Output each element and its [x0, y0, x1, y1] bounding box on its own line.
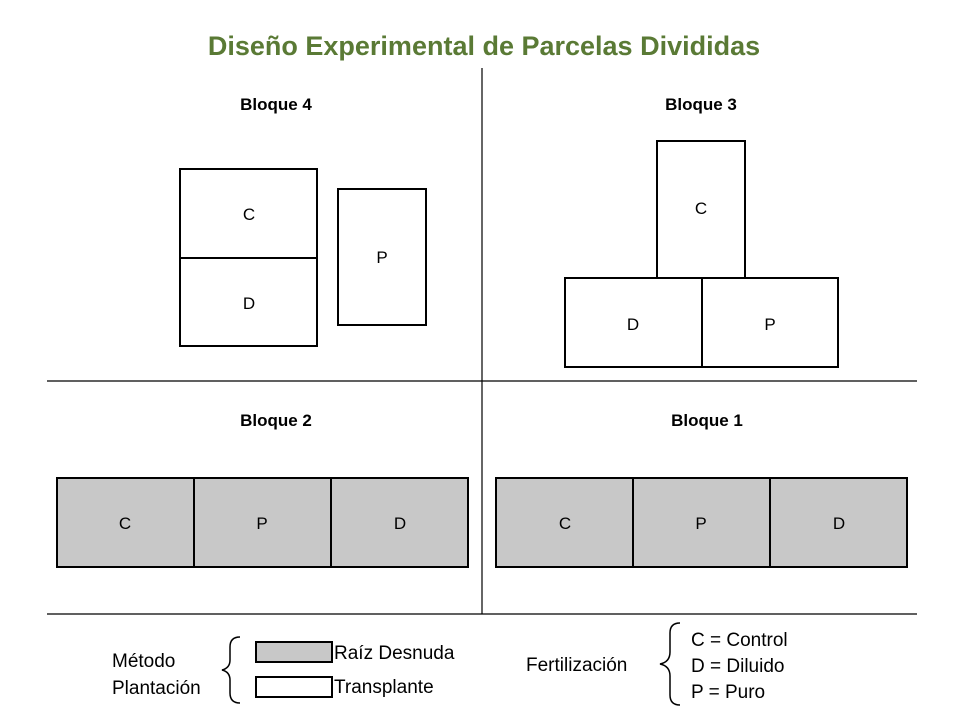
- block-2-label: Bloque 2: [240, 411, 312, 430]
- legend-fertilization: Fertilización C = Control D = Diluido P …: [526, 622, 788, 706]
- legend-planting-method: Método Plantación Raíz Desnuda Transplan…: [112, 636, 455, 704]
- block-1-plot-c-label: C: [559, 514, 571, 533]
- block-3-plot-p: [701, 277, 839, 368]
- block-2-plot-c-label: C: [119, 514, 131, 533]
- block-2-plot-d-label: D: [394, 514, 406, 533]
- legend-method-label-line1: Método: [112, 651, 175, 672]
- legend-fert-item-control: C = Control: [691, 630, 788, 651]
- legend-transplant-swatch: [255, 676, 333, 698]
- legend-bare-root-swatch: [255, 641, 333, 663]
- block-4-plot-c: [179, 168, 318, 259]
- legend-bare-root-label: Raíz Desnuda: [334, 643, 455, 664]
- block-1-plot-p-label: P: [695, 514, 706, 533]
- block-3-plot-p-label: P: [764, 315, 775, 334]
- page-title: Diseño Experimental de Parcelas Dividida…: [208, 31, 760, 61]
- legend-fert-label: Fertilización: [526, 655, 627, 676]
- block-4-plot-c-label: C: [243, 205, 255, 224]
- block-2-plot-p: [193, 477, 332, 568]
- block-2-plot-p-label: P: [256, 514, 267, 533]
- block-4-plot-d: [179, 257, 318, 347]
- legend-method-brace: [221, 636, 241, 704]
- block-2: Bloque 2 C P D: [56, 411, 469, 568]
- block-1-plot-d-label: D: [833, 514, 845, 533]
- block-3-plot-d-label: D: [627, 315, 639, 334]
- legend-fert-item-pure: P = Puro: [691, 682, 765, 703]
- block-1-plot-d: [769, 477, 908, 568]
- legend-fert-brace: [659, 622, 681, 706]
- block-1-plot-p: [632, 477, 771, 568]
- legend-fert-item-diluted: D = Diluido: [691, 656, 784, 677]
- block-4-label: Bloque 4: [240, 95, 312, 114]
- legend-method-label-line2: Plantación: [112, 678, 201, 699]
- block-3: Bloque 3 C D P: [564, 95, 839, 368]
- legend-transplant-label: Transplante: [334, 677, 434, 698]
- block-4-plot-p-label: P: [376, 248, 387, 267]
- block-4-plot-d-label: D: [243, 294, 255, 313]
- block-1-plot-c: [495, 477, 634, 568]
- block-4-plot-p: [337, 188, 427, 326]
- block-1-label: Bloque 1: [671, 411, 743, 430]
- block-1: Bloque 1 C P D: [495, 411, 908, 568]
- block-2-plot-d: [330, 477, 469, 568]
- block-4: Bloque 4 C D P: [179, 95, 427, 347]
- block-3-plot-c-label: C: [695, 199, 707, 218]
- block-3-label: Bloque 3: [665, 95, 737, 114]
- block-3-plot-d: [564, 277, 703, 368]
